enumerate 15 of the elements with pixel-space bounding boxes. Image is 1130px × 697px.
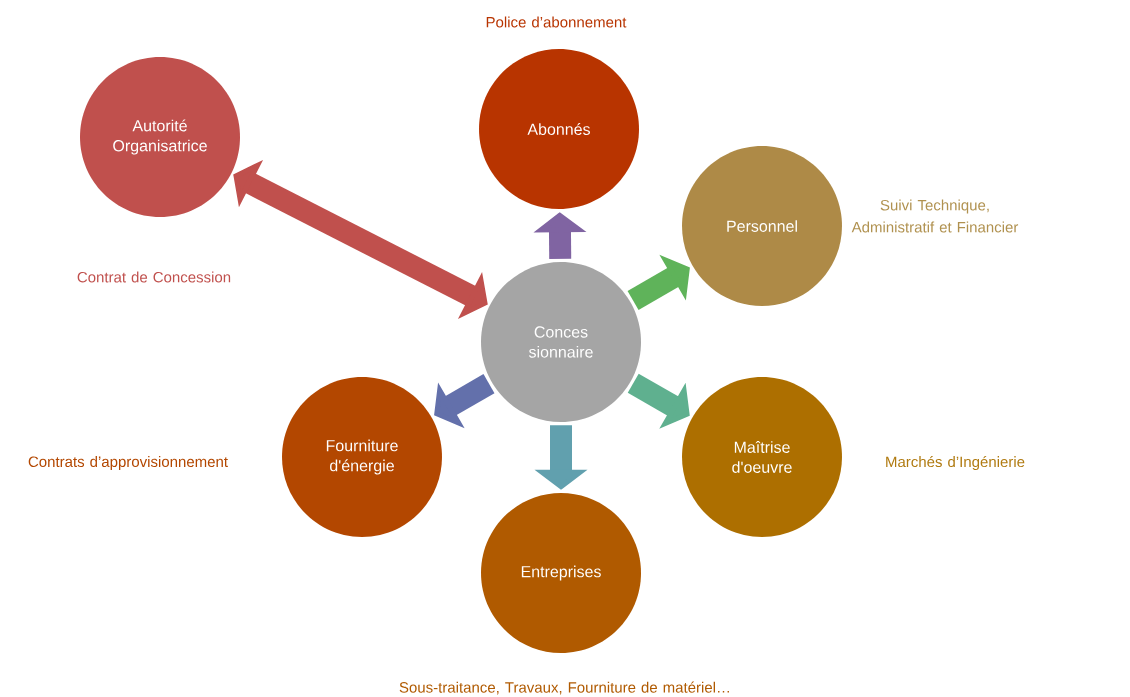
circle-node: Personnel xyxy=(682,146,842,306)
relation-label: Marchés d’Ingénierie xyxy=(886,455,1025,471)
relation-label: Contrat de Concession xyxy=(77,271,231,283)
block-arrow xyxy=(434,374,495,429)
circle-node: Fourniture d'énergie xyxy=(282,377,442,537)
circle-node: Autorité Organisatrice xyxy=(80,57,240,217)
relation-label: Suivi Technique, Administratif et Financier xyxy=(851,199,1019,233)
relation-label: Sous-traitance, Travaux, Fourniture de matériel… xyxy=(399,681,729,695)
circle-node: Entreprises xyxy=(481,493,641,653)
block-arrow xyxy=(627,254,690,310)
circle-node: Maîtrise d'oeuvre xyxy=(682,377,842,537)
circle-node: Abonnés xyxy=(479,49,639,209)
relation-label: Contrats d’approvisionnement xyxy=(28,456,228,470)
relation-label: Police d’abonnement xyxy=(486,16,627,28)
circle-node: Conces sionnaire xyxy=(481,262,641,422)
